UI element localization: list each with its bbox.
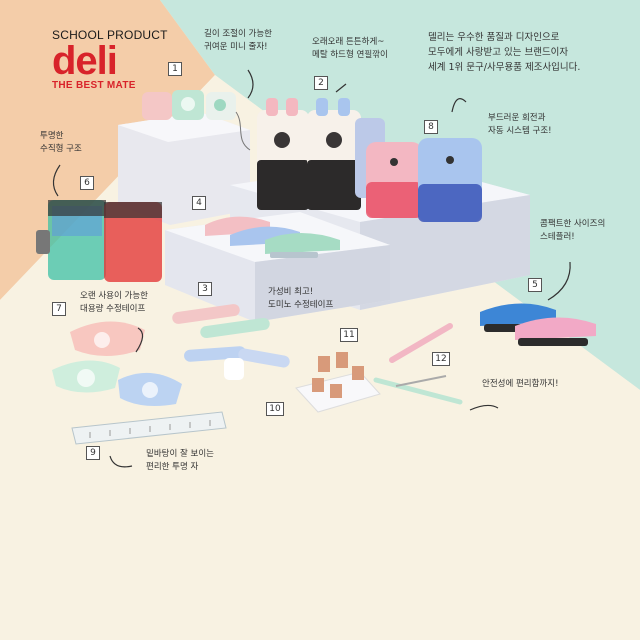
note-line: 안전성에 편리함까지! (482, 379, 559, 389)
note-line: 도미노 수정테이프 (268, 300, 334, 310)
arrow-2 (335, 83, 347, 93)
badge-9: 9 (86, 446, 100, 460)
note-1: 길이 조절이 가능한 귀여운 미니 줄자! (204, 28, 272, 54)
note-line: 대용량 수정테이프 (80, 304, 146, 314)
transparent-sharpeners (36, 200, 162, 282)
note-line: 수직형 구조 (40, 144, 82, 154)
staplers-group (205, 216, 340, 258)
mini-tape-measures (142, 90, 251, 151)
badge-4: 4 (192, 196, 206, 210)
arrow-1 (247, 69, 254, 99)
arrow-8 (451, 98, 467, 113)
badge-7: 7 (52, 302, 66, 316)
brand-block: SCHOOL PRODUCT deli THE BEST MATE (52, 28, 168, 91)
intro-line: 델리는 우수한 품질과 디자인으로 (428, 32, 560, 43)
intro-text: 델리는 우수한 품질과 디자인으로 모두에게 사랑받고 있는 브랜드이자 세계 … (428, 30, 633, 75)
badge-12: 12 (432, 352, 450, 366)
brand-logo: deli (52, 39, 118, 83)
arrow-7 (135, 327, 144, 353)
note-line: 오래오래 튼튼하게~ (312, 37, 385, 47)
badge-3: 3 (198, 282, 212, 296)
badge-2: 2 (314, 76, 328, 90)
transparent-ruler (71, 411, 227, 445)
badge-11: 11 (340, 328, 358, 342)
badge-10: 10 (266, 402, 284, 416)
badge-1: 1 (168, 62, 182, 76)
binder-clip-tray (295, 352, 381, 413)
badge-6: 6 (80, 176, 94, 190)
note-line: 길이 조절이 가능한 (204, 29, 272, 39)
note-line: 스테플러! (540, 232, 575, 242)
note-line: 콤팩트한 사이즈의 (540, 219, 606, 229)
note-line: 귀여운 미니 줄자! (204, 42, 268, 52)
note-7: 오랜 사용이 가능한 대용량 수정테이프 (80, 290, 148, 316)
badge-5: 5 (528, 278, 542, 292)
note-line: 투명한 (40, 131, 64, 141)
note-line: 밑바탕이 잘 보이는 (146, 449, 214, 459)
note-3: 가성비 최고! 도미노 수정테이프 (268, 286, 333, 312)
metal-pencil-sharpeners (257, 98, 385, 210)
brand-top-text: SCHOOL PRODUCT (52, 28, 168, 42)
note-12: 안전성에 편리함까지! (482, 378, 559, 391)
mini-staplers (480, 303, 596, 346)
note-line: 부드러운 회전과 (488, 113, 546, 123)
annotation-arrows (52, 69, 571, 468)
large-correction-tapes (52, 321, 182, 406)
automatic-sharpeners (366, 138, 482, 222)
arrow-9 (109, 455, 133, 468)
correction-tape-pens (172, 304, 290, 380)
note-8: 부드러운 회전과 자동 시스템 구조! (488, 112, 552, 138)
scissors-and-cutter (373, 323, 463, 405)
note-line: 메탈 하드형 연필깎이 (312, 50, 388, 60)
note-line: 편리한 투명 자 (146, 462, 199, 472)
brand-tagline: THE BEST MATE (52, 80, 136, 91)
note-5: 콤팩트한 사이즈의 스테플러! (540, 218, 605, 244)
badge-8: 8 (424, 120, 438, 134)
note-line: 자동 시스템 구조! (488, 126, 552, 136)
arrow-12 (469, 404, 499, 411)
note-2: 오래오래 튼튼하게~ 메탈 하드형 연필깎이 (312, 36, 388, 62)
intro-line: 모두에게 사랑받고 있는 브랜드이자 (428, 47, 569, 58)
arrow-5 (547, 261, 571, 301)
arrow-6 (52, 164, 61, 197)
note-6: 투명한 수직형 구조 (40, 130, 82, 156)
note-9: 밑바탕이 잘 보이는 편리한 투명 자 (146, 448, 214, 474)
note-line: 가성비 최고! (268, 287, 314, 297)
intro-line: 세계 1위 문구/사무용품 제조사입니다. (428, 62, 581, 73)
note-line: 오랜 사용이 가능한 (80, 291, 148, 301)
